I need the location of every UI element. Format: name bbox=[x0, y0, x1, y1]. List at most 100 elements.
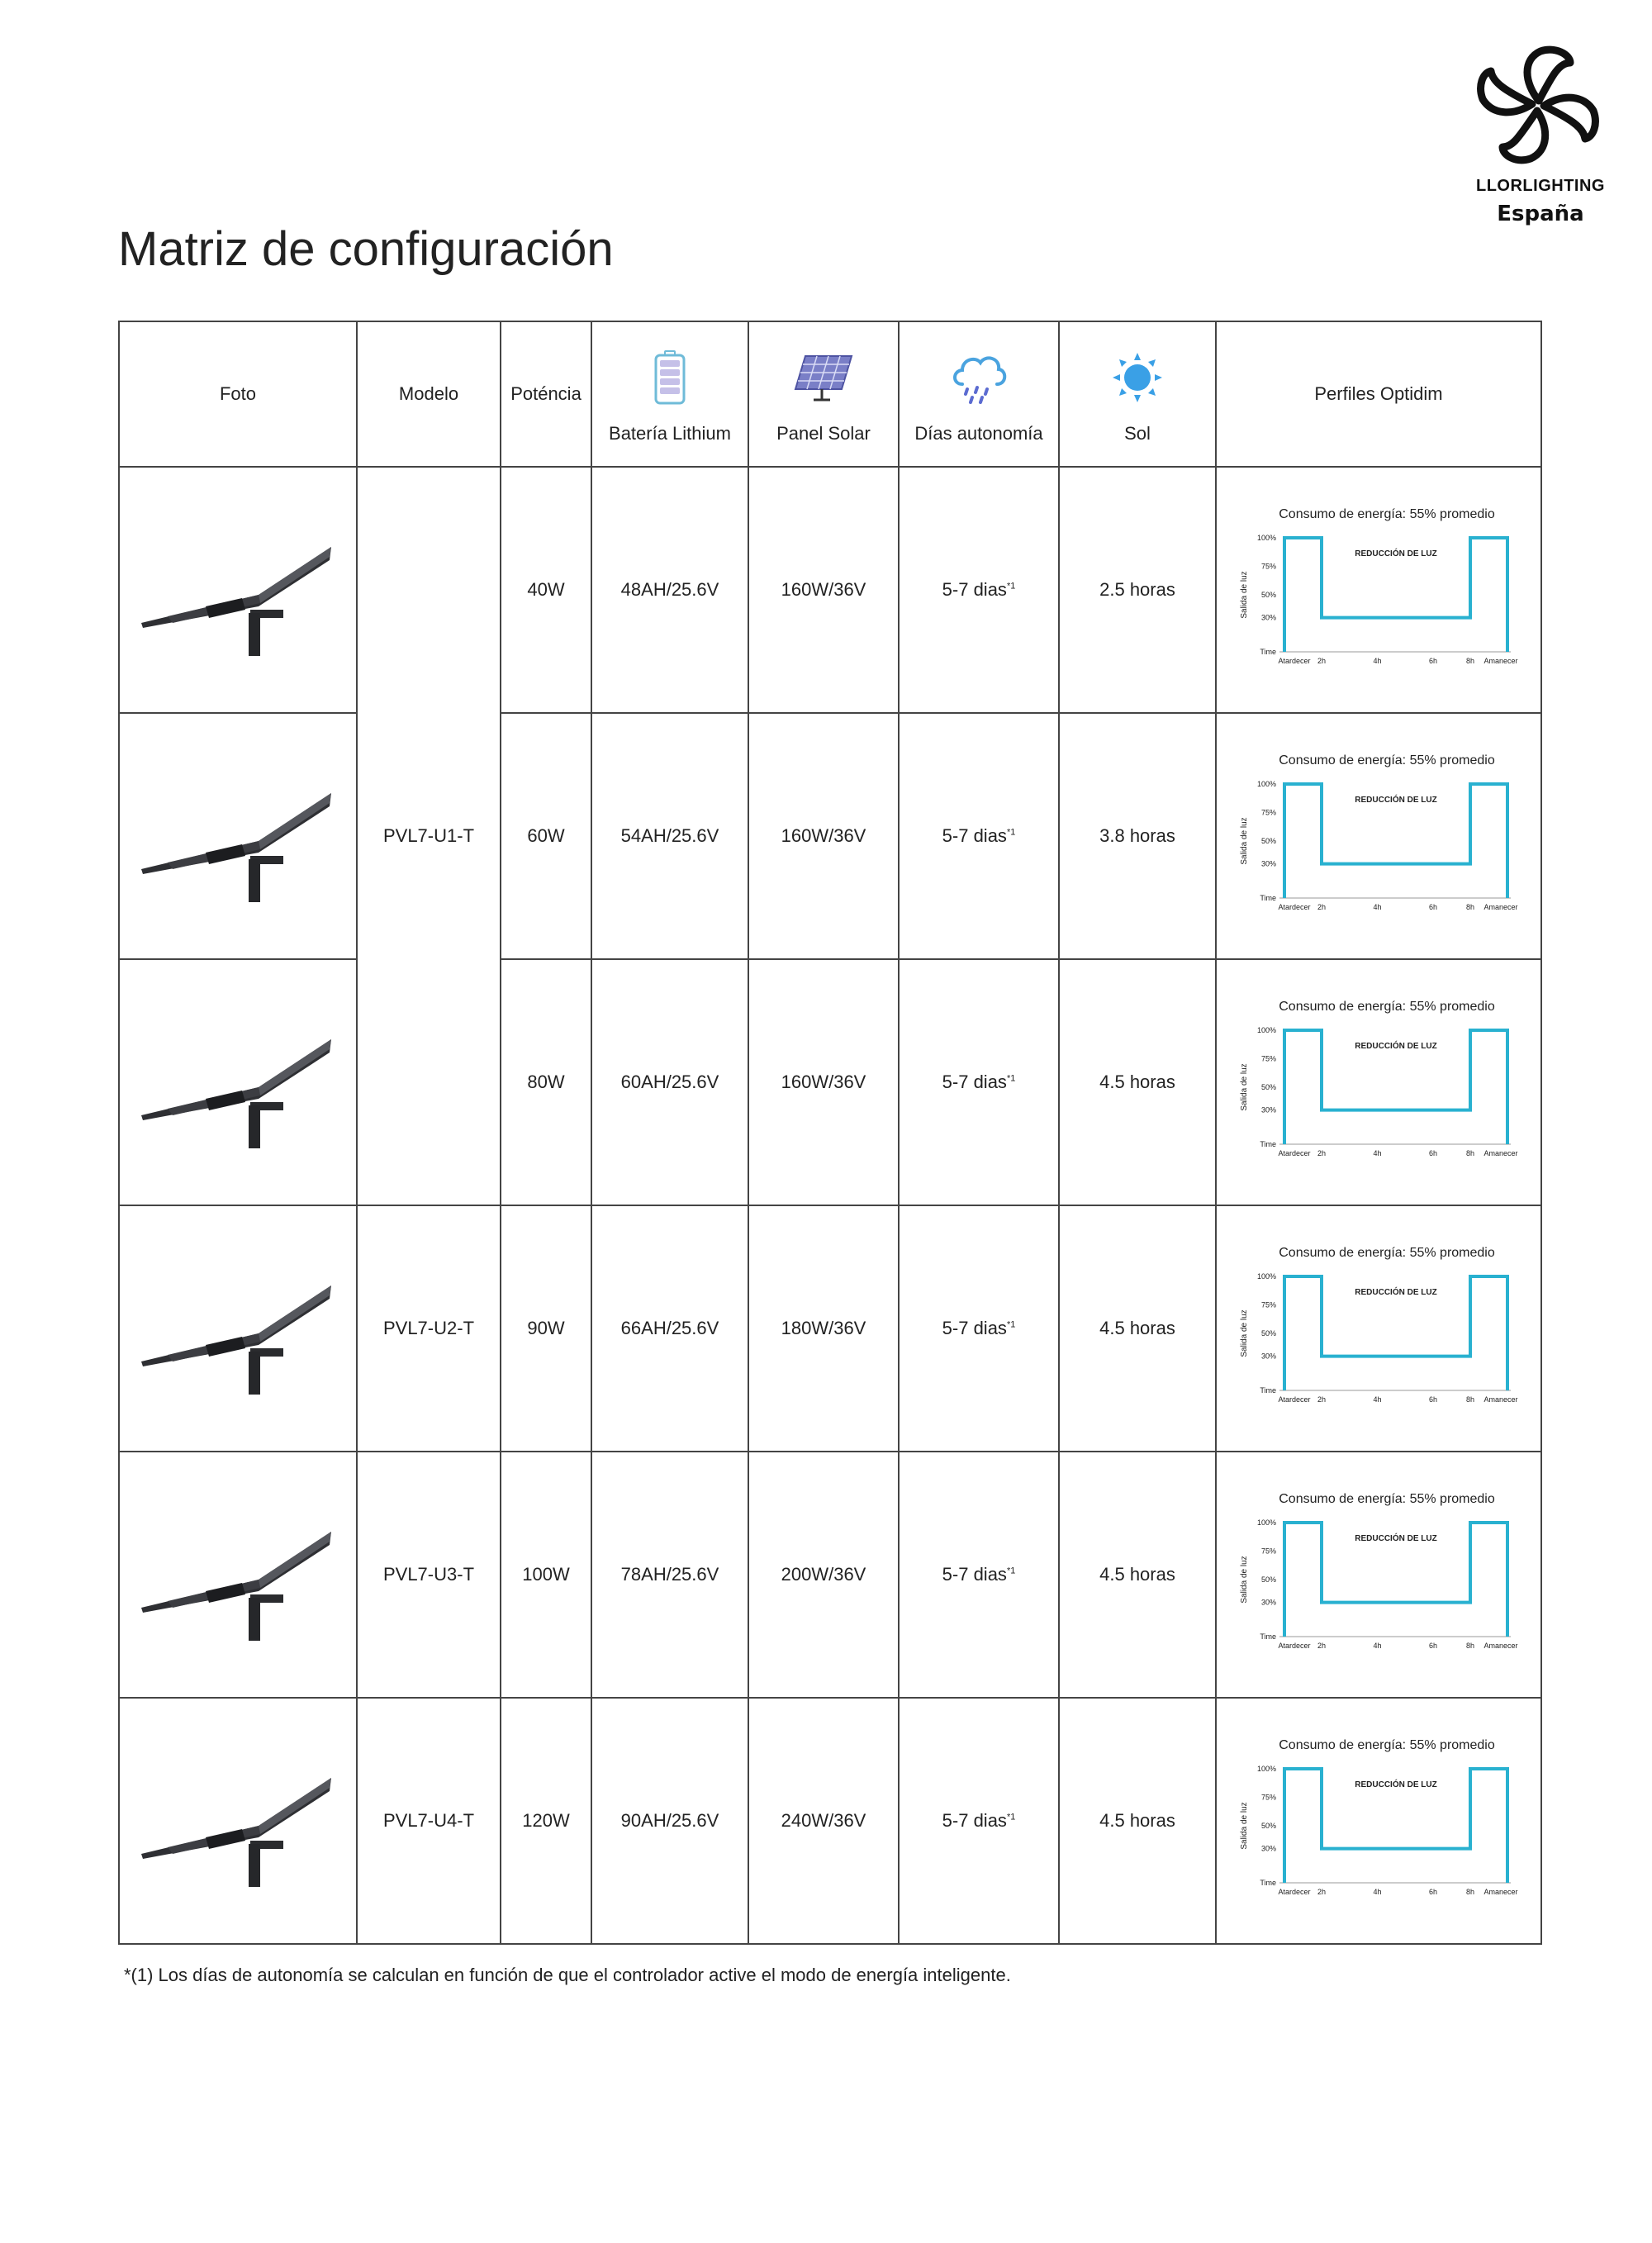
days-value: 5-7 dias bbox=[942, 1810, 1007, 1831]
panel-cell: 200W/36V bbox=[748, 1451, 900, 1699]
solar-panel-icon bbox=[794, 355, 853, 402]
battery-icon bbox=[654, 350, 686, 405]
profile-xtick: Amanecer bbox=[1483, 1888, 1517, 1896]
power-cell: 90W bbox=[500, 1205, 592, 1452]
battery-cell: 48AH/25.6V bbox=[591, 466, 749, 714]
profile-title: Consumo de energía: 55% promedio bbox=[1279, 1246, 1495, 1260]
days-cell: 5-7 dias*1 bbox=[898, 712, 1060, 960]
street-light-photo bbox=[141, 1285, 331, 1395]
profile-ylabel: Salida de luz bbox=[1240, 571, 1249, 618]
profile-xtick: 2h bbox=[1317, 1395, 1326, 1404]
footnote: *(1) Los días de autonomía se calculan e… bbox=[124, 1965, 1011, 1985]
profile-xtick: Amanecer bbox=[1483, 657, 1517, 665]
profile-ytick: 100% bbox=[1257, 1272, 1276, 1281]
rain-cloud-icon bbox=[953, 356, 1007, 404]
profile-xtick: Amanecer bbox=[1483, 1149, 1517, 1157]
profile-ytick: 30% bbox=[1261, 1845, 1276, 1853]
profile-ytick: 50% bbox=[1261, 837, 1276, 845]
profile-xtick: 2h bbox=[1317, 1642, 1326, 1650]
days-footnote-mark: *1 bbox=[1006, 827, 1016, 838]
profile-xtick: 8h bbox=[1466, 1149, 1474, 1157]
profile-xtick: 6h bbox=[1429, 657, 1437, 665]
header-potencia: Poténcia bbox=[500, 321, 592, 468]
sun-icon bbox=[1113, 353, 1162, 402]
profile-xtick: 2h bbox=[1317, 903, 1326, 911]
profile-ytick: 75% bbox=[1261, 1301, 1276, 1309]
days-value: 5-7 dias bbox=[942, 825, 1007, 846]
profile-xtick: Atardecer bbox=[1278, 1642, 1310, 1650]
profile-annotation: REDUCCIÓN DE LUZ bbox=[1355, 1779, 1436, 1789]
profile-xtick: 2h bbox=[1317, 1888, 1326, 1896]
table-row: PVL7-U3-T 100W 78AH/25.6V 200W/36V 5-7 d… bbox=[118, 1451, 1542, 1699]
profile-xtick: 4h bbox=[1373, 1888, 1381, 1896]
profile-ytick: 30% bbox=[1261, 614, 1276, 622]
battery-cell: 66AH/25.6V bbox=[591, 1205, 749, 1452]
days-value: 5-7 dias bbox=[942, 579, 1007, 600]
battery-cell: 54AH/25.6V bbox=[591, 712, 749, 960]
page-title: Matriz de configuración bbox=[118, 222, 614, 276]
header-dias-label: Días autonomía bbox=[914, 423, 1043, 444]
days-cell: 5-7 dias*1 bbox=[898, 1697, 1060, 1945]
brand-country: España bbox=[1497, 202, 1584, 226]
profile-series-line bbox=[1283, 1521, 1509, 1637]
street-light-photo bbox=[141, 1039, 331, 1148]
street-light-image bbox=[120, 770, 356, 902]
profile-xtick: 6h bbox=[1429, 1888, 1437, 1896]
panel-cell: 240W/36V bbox=[748, 1697, 900, 1945]
profile-ytick: 50% bbox=[1261, 1083, 1276, 1091]
profile-annotation: REDUCCIÓN DE LUZ bbox=[1355, 1040, 1436, 1051]
header-panel: Panel Solar bbox=[748, 321, 900, 468]
days-footnote-mark: *1 bbox=[1006, 1812, 1016, 1822]
power-cell: 40W bbox=[500, 466, 592, 714]
table-row: PVL7-U4-T 120W 90AH/25.6V 240W/36V 5-7 d… bbox=[118, 1697, 1542, 1945]
profile-ytick: Time bbox=[1260, 648, 1276, 656]
profile-xtick: 6h bbox=[1429, 1395, 1437, 1404]
profile-ylabel: Salida de luz bbox=[1240, 1802, 1249, 1849]
profile-ytick: Time bbox=[1260, 1632, 1276, 1641]
table-row: PVL7-U1-T 40W 48AH/25.6V 160W/36V 5-7 di… bbox=[118, 466, 1542, 1206]
profile-xtick: 4h bbox=[1373, 1149, 1381, 1157]
street-light-photo bbox=[141, 793, 331, 902]
profile-ytick: 30% bbox=[1261, 860, 1276, 868]
profile-series-line bbox=[1283, 1029, 1509, 1144]
days-cell: 5-7 dias*1 bbox=[898, 1205, 1060, 1452]
street-light-photo bbox=[141, 547, 331, 656]
product-photo-cell bbox=[118, 1697, 358, 1945]
profile-ytick: 50% bbox=[1261, 1575, 1276, 1584]
model-cell: PVL7-U3-T bbox=[356, 1451, 501, 1699]
profile-xtick: 6h bbox=[1429, 1642, 1437, 1650]
sun-cell: 2.5 horas bbox=[1058, 466, 1217, 714]
profile-ytick: 75% bbox=[1261, 1547, 1276, 1556]
panel-cell: 160W/36V bbox=[748, 712, 900, 960]
profile-annotation: REDUCCIÓN DE LUZ bbox=[1355, 548, 1436, 558]
days-footnote-mark: *1 bbox=[1006, 581, 1016, 592]
profile-ytick: 75% bbox=[1261, 1055, 1276, 1063]
model-cell: PVL7-U1-T bbox=[356, 466, 501, 1206]
profile-xtick: Atardecer bbox=[1278, 903, 1310, 911]
battery-cell: 60AH/25.6V bbox=[591, 958, 749, 1206]
configuration-table: Foto Modelo Poténcia Bat bbox=[118, 321, 1542, 1945]
profile-series-line bbox=[1283, 1275, 1509, 1390]
header-sol-label: Sol bbox=[1124, 423, 1151, 444]
profile-title: Consumo de energía: 55% promedio bbox=[1279, 507, 1495, 521]
days-footnote-mark: *1 bbox=[1006, 1566, 1016, 1576]
product-photo-cell bbox=[118, 1205, 358, 1452]
power-cell: 120W bbox=[500, 1697, 592, 1945]
sun-cell: 4.5 horas bbox=[1058, 958, 1217, 1206]
power-cell: 80W bbox=[500, 958, 592, 1206]
header-modelo: Modelo bbox=[356, 321, 501, 468]
profile-ytick: Time bbox=[1260, 1879, 1276, 1887]
profile-series-line bbox=[1283, 782, 1509, 898]
profile-xtick: 4h bbox=[1373, 903, 1381, 911]
product-photo-cell bbox=[118, 958, 358, 1206]
profile-ytick: 75% bbox=[1261, 563, 1276, 571]
profile-title: Consumo de energía: 55% promedio bbox=[1279, 1000, 1495, 1014]
